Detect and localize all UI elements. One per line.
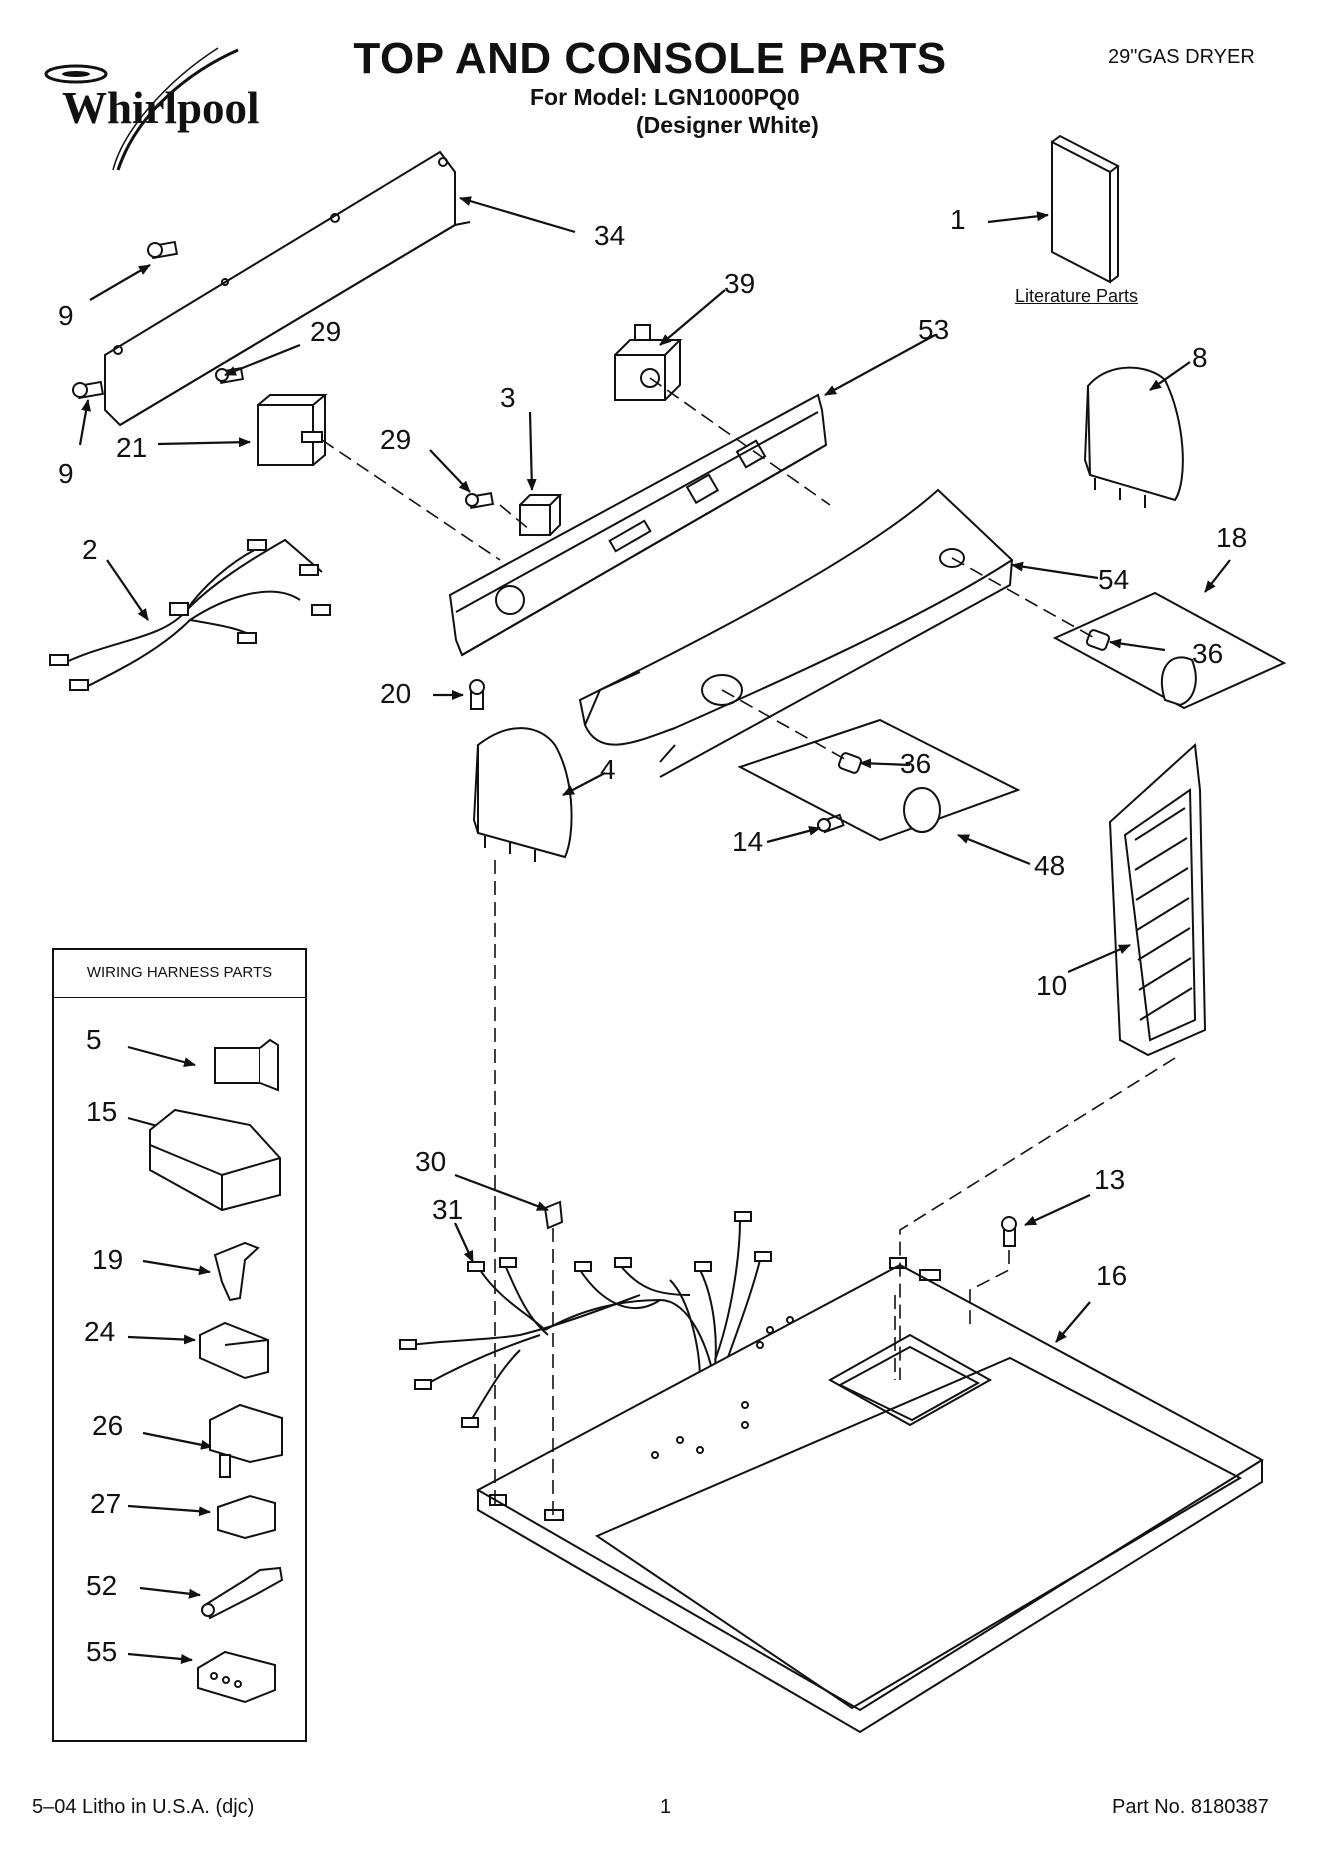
callout-39: 39: [724, 268, 756, 299]
callout-18: 18: [1216, 522, 1248, 553]
callout-9-lower: 9: [58, 458, 74, 489]
part-number: Part No. 8180387: [1112, 1796, 1269, 1818]
callout-27: 27: [90, 1488, 122, 1519]
callout-53: 53: [918, 314, 950, 345]
part-31-main-harness: [399, 1211, 772, 1428]
part-48-knob-kit: [737, 718, 1021, 842]
callout-29-lower: 29: [380, 424, 412, 455]
lint-opening: [827, 1333, 993, 1427]
callout-13: 13: [1094, 1164, 1126, 1195]
part-5-connector: [214, 1038, 279, 1092]
callout-26: 26: [92, 1410, 124, 1441]
callout-5: 5: [86, 1024, 102, 1055]
svg-text:Whirlpool: Whirlpool: [62, 83, 260, 133]
callout-19: 19: [92, 1244, 124, 1275]
product-type: 29"GAS DRYER: [1108, 46, 1255, 68]
whirlpool-logo: Whirlpool: [44, 47, 260, 171]
literature-parts-caption: Literature Parts: [1015, 286, 1139, 306]
part-55-connector: [197, 1650, 276, 1704]
callout-16: 16: [1096, 1260, 1128, 1291]
part-1-literature: [1051, 140, 1111, 284]
part-3-bracket: [519, 494, 563, 536]
part-29-screw-lower: [465, 492, 495, 509]
footer-print-info: 5–04 Litho in U.S.A. (djc): [32, 1796, 255, 1818]
part-30-clip: [543, 1200, 564, 1230]
part-16-dryer-top: [475, 1263, 1264, 1712]
callout-4: 4: [600, 754, 616, 785]
callout-15: 15: [86, 1096, 118, 1127]
callout-2: 2: [82, 534, 98, 565]
part-34-rear-panel: [104, 150, 456, 427]
callout-24: 24: [84, 1316, 116, 1347]
callout-8: 8: [1192, 342, 1208, 373]
part-52-terminal: [201, 1566, 284, 1620]
part-20-screw: [469, 679, 485, 710]
callout-3: 3: [500, 382, 516, 413]
part-9-screw: [147, 240, 179, 260]
callout-36-lower: 36: [900, 748, 932, 779]
callout-14: 14: [732, 826, 764, 857]
callout-34: 34: [594, 220, 626, 251]
callout-21: 21: [116, 432, 148, 463]
part-10-lint-screen: [1108, 742, 1207, 1057]
callout-10: 10: [1036, 970, 1068, 1001]
part-13-screw: [1001, 1216, 1017, 1247]
part-8-end-cap: [1086, 366, 1184, 502]
callout-54: 54: [1098, 564, 1130, 595]
top-cutout: [594, 1356, 1243, 1710]
callout-31: 31: [432, 1194, 464, 1225]
model-color: (Designer White): [636, 112, 819, 138]
callout-9: 9: [58, 300, 74, 331]
part-9-screw-lower: [72, 380, 105, 400]
callout-20: 20: [380, 678, 412, 709]
part-14-screw: [817, 813, 845, 834]
part-54-control-panel: [578, 488, 1014, 746]
model-number: For Model: LGN1000PQ0: [530, 84, 800, 110]
part-15-connector: [149, 1108, 281, 1212]
part-39-switch: [614, 324, 683, 401]
part-18-knob-kit: [1052, 591, 1287, 710]
callout-30: 30: [415, 1146, 447, 1177]
wiring-harness-title: WIRING HARNESS PARTS: [52, 948, 307, 998]
part-26-connector: [209, 1403, 283, 1478]
page-title: TOP AND CONSOLE PARTS: [353, 34, 947, 83]
callout-52: 52: [86, 1570, 118, 1601]
callout-29: 29: [310, 316, 342, 347]
part-19-clip: [213, 1241, 260, 1302]
callout-55: 55: [86, 1636, 118, 1667]
callout-36: 36: [1192, 638, 1224, 669]
wiring-harness-parts-box: [52, 948, 307, 1742]
page-number: 1: [660, 1796, 672, 1818]
part-24-connector: [199, 1321, 269, 1380]
callout-48: 48: [1034, 850, 1066, 881]
part-21-timer: [257, 394, 328, 466]
callout-1: 1: [950, 204, 966, 235]
part-4-end-cap: [477, 727, 573, 859]
part-27-connector: [217, 1494, 276, 1540]
part-2-wire-harness: [49, 538, 331, 691]
